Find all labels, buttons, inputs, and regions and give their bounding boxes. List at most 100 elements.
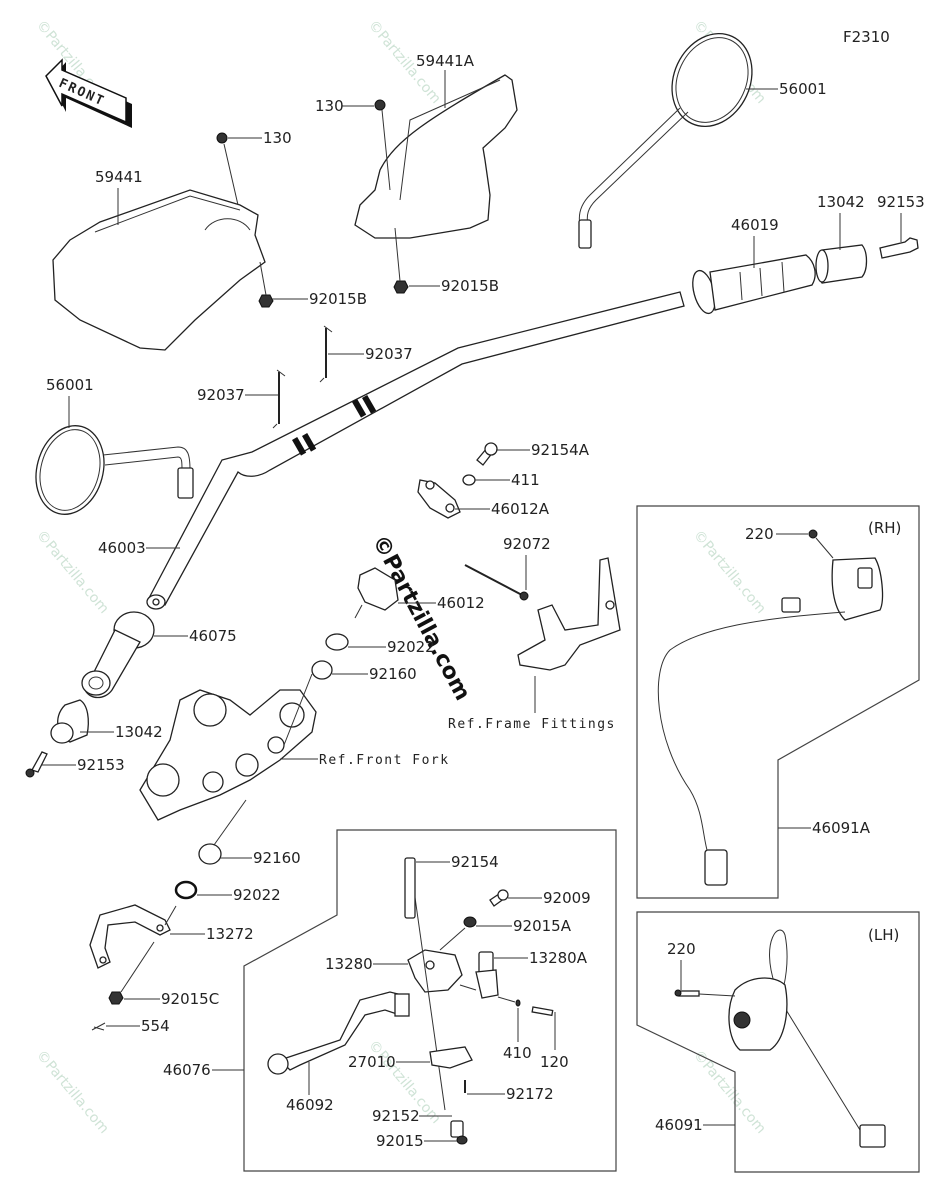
switch-27010 <box>429 1046 473 1069</box>
callout-92022[interactable]: 92022 <box>387 638 435 656</box>
callout-92153[interactable]: 92153 <box>877 193 925 211</box>
bolt-92154a-icon <box>476 442 498 466</box>
callout-130[interactable]: 130 <box>315 97 344 115</box>
callout-92172[interactable]: 92172 <box>506 1085 554 1103</box>
washer-92022-icon <box>325 633 349 651</box>
callout-46091[interactable]: 46091 <box>655 1116 703 1134</box>
mirror-left <box>35 425 194 515</box>
damper-92160-icon <box>198 843 222 865</box>
callout-56001[interactable]: 56001 <box>779 80 827 98</box>
handguard-left <box>52 189 266 351</box>
callout-92153[interactable]: 92153 <box>77 756 125 774</box>
switch-rh <box>657 557 884 886</box>
washer-411-icon <box>462 474 476 486</box>
callout-92037[interactable]: 92037 <box>365 345 413 363</box>
screw-92072-icon <box>519 591 529 601</box>
ref-frame-fittings[interactable]: Ref.Frame Fittings <box>448 717 616 732</box>
frame-bracket <box>464 557 621 671</box>
grip-left <box>81 611 155 699</box>
clip-92037-b <box>272 369 286 429</box>
callout-130[interactable]: 130 <box>263 129 292 147</box>
bracket-13272 <box>89 904 171 969</box>
lever-assembly-box <box>243 829 617 1172</box>
clip-554-icon <box>91 1022 106 1031</box>
grip-right <box>692 254 816 315</box>
callout-27010[interactable]: 27010 <box>348 1053 396 1071</box>
clip-92037-a <box>319 325 333 383</box>
callout-92022[interactable]: 92022 <box>233 886 281 904</box>
callout-59441a[interactable]: 59441A <box>416 52 475 70</box>
callout-13042[interactable]: 13042 <box>817 193 865 211</box>
clamp-46012 <box>354 567 399 619</box>
callout-13280[interactable]: 13280 <box>325 955 373 973</box>
bar-end-weight-left <box>50 699 89 744</box>
callout-120[interactable]: 120 <box>540 1053 569 1071</box>
bolt-130-icon <box>216 132 228 144</box>
callout-46076[interactable]: 46076 <box>163 1061 211 1079</box>
callout-410[interactable]: 410 <box>503 1044 532 1062</box>
lh-switch-box <box>636 911 920 1173</box>
collar-92152-icon <box>450 1120 464 1138</box>
mirror-right <box>578 32 753 249</box>
washer-92015a-icon <box>463 916 477 928</box>
callout-92160[interactable]: 92160 <box>369 665 417 683</box>
callout-13042[interactable]: 13042 <box>115 723 163 741</box>
callout-220[interactable]: 220 <box>667 940 696 958</box>
rh-label: (RH) <box>868 519 901 537</box>
callout-92015c[interactable]: 92015C <box>161 990 219 1008</box>
bolt-130-icon <box>374 99 386 111</box>
callout-13272[interactable]: 13272 <box>206 925 254 943</box>
screw-220-lh-icon <box>674 989 700 997</box>
handlebar <box>146 291 685 610</box>
callout-554[interactable]: 554 <box>141 1017 170 1035</box>
watermark: ©Partzilla.com <box>33 1047 112 1137</box>
callout-46012[interactable]: 46012 <box>437 594 485 612</box>
callout-92015[interactable]: 92015 <box>376 1132 424 1150</box>
damper-92160-icon <box>311 660 333 680</box>
ref-front-fork[interactable]: Ref.Front Fork <box>319 753 450 768</box>
callout-46003[interactable]: 46003 <box>98 539 146 557</box>
callout-46075[interactable]: 46075 <box>189 627 237 645</box>
callout-92015b[interactable]: 92015B <box>309 290 367 308</box>
callout-46012a[interactable]: 46012A <box>491 500 550 518</box>
clamp-46012a <box>417 479 461 519</box>
callouts: 130 59441 92015B 130 59441A 92015B 56001… <box>42 52 925 1150</box>
nut-92015-icon <box>456 1135 468 1145</box>
callout-56001[interactable]: 56001 <box>46 376 94 394</box>
callout-92154a[interactable]: 92154A <box>531 441 590 459</box>
callout-92015a[interactable]: 92015A <box>513 917 572 935</box>
bolt-92154-axis <box>409 861 446 1111</box>
callout-92160[interactable]: 92160 <box>253 849 301 867</box>
nut-92015c-icon <box>108 991 124 1005</box>
lever-46092 <box>267 991 410 1075</box>
bolt-120-icon <box>531 1006 554 1017</box>
washer-410-icon <box>515 999 521 1007</box>
nut-92015b-icon <box>393 280 409 294</box>
callout-46092[interactable]: 46092 <box>286 1096 334 1114</box>
switch-lh <box>728 929 886 1148</box>
figure-code: F2310 <box>843 28 890 46</box>
callout-13280a[interactable]: 13280A <box>529 949 588 967</box>
screw-220-icon <box>808 529 818 539</box>
bolt-92154-icon <box>404 857 416 919</box>
holder-13280 <box>407 949 463 993</box>
callout-46019[interactable]: 46019 <box>731 216 779 234</box>
rh-switch-box <box>636 505 920 899</box>
callout-92072[interactable]: 92072 <box>503 535 551 553</box>
callout-92009[interactable]: 92009 <box>543 889 591 907</box>
bolt-92009-icon <box>489 889 509 907</box>
callout-59441[interactable]: 59441 <box>95 168 143 186</box>
callout-220[interactable]: 220 <box>745 525 774 543</box>
lh-label: (LH) <box>868 926 899 944</box>
callout-411[interactable]: 411 <box>511 471 540 489</box>
handguard-right <box>354 74 518 239</box>
bolt-92153-right-icon <box>879 237 919 259</box>
callout-92015b[interactable]: 92015B <box>441 277 499 295</box>
callout-92152[interactable]: 92152 <box>372 1107 420 1125</box>
callout-92154[interactable]: 92154 <box>451 853 499 871</box>
nut-92015b-icon <box>258 294 274 308</box>
callout-92037[interactable]: 92037 <box>197 386 245 404</box>
callout-46091a[interactable]: 46091A <box>812 819 871 837</box>
handlebar-holder <box>139 689 317 821</box>
